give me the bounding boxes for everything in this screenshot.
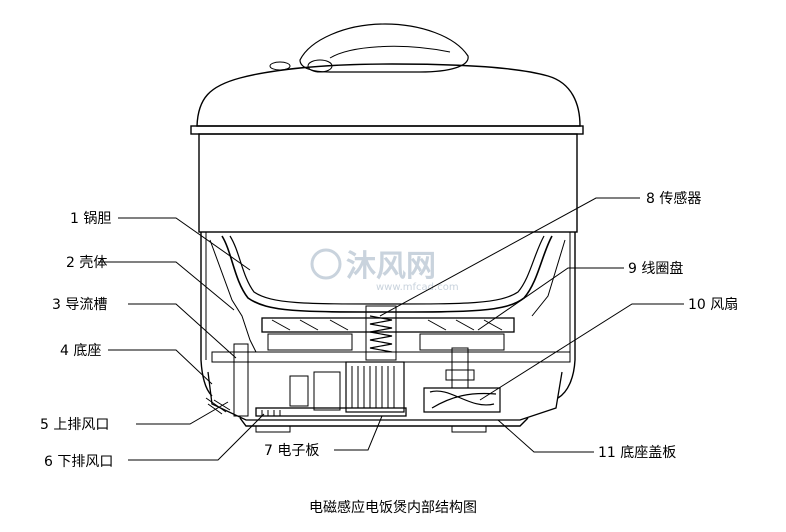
foot-left	[255, 425, 291, 433]
guide-channel	[209, 239, 257, 353]
electronic-board	[255, 407, 407, 417]
leader-2	[98, 261, 235, 311]
label-2: 2 壳体	[66, 254, 107, 271]
foot-right	[451, 425, 487, 433]
base-outer	[207, 371, 563, 421]
sensor-housing	[365, 305, 397, 361]
lid-handle-ridge	[329, 45, 451, 59]
leader-5	[136, 401, 229, 425]
transformer	[345, 361, 405, 413]
upper-body	[198, 133, 578, 233]
guide-channel-right	[531, 239, 566, 317]
upper-vent-hatch	[205, 397, 231, 415]
figure-caption: 电磁感应电饭煲内部结构图	[309, 499, 477, 516]
lid-rim	[190, 125, 584, 135]
leader-10	[479, 303, 684, 401]
label-4: 4 底座	[60, 343, 101, 359]
label-1: 1 锅胆	[70, 211, 111, 227]
leader-1	[118, 217, 251, 271]
fan-shaft	[451, 347, 469, 389]
component-small	[289, 375, 309, 407]
capacitor	[313, 371, 341, 411]
coil-plate-right-block	[419, 333, 505, 351]
lid-button	[307, 59, 333, 73]
outer-shell-right	[557, 232, 576, 399]
fan-hub	[445, 369, 475, 381]
label-8: 8 传感器	[646, 190, 701, 207]
label-9: 9 线圈盘	[628, 260, 683, 277]
base-left-post	[233, 343, 249, 417]
label-6: 6 下排风口	[44, 454, 113, 470]
lower-vent-grille	[261, 410, 281, 416]
label-5: 5 上排风口	[40, 417, 109, 433]
coil-hatch	[271, 319, 503, 331]
leader-3	[128, 303, 237, 359]
labels: 1 锅胆 2 壳体 3 导流槽 4 底座 5 上排风口 6 下排风口 7 电子板…	[40, 190, 738, 470]
inner-pot-inner	[229, 235, 545, 305]
coil-plate-left-block	[267, 333, 353, 351]
leader-4	[108, 349, 213, 385]
coil-plate	[261, 317, 515, 333]
base-cover	[239, 417, 529, 427]
transformer-windings	[351, 366, 395, 408]
fan-blades	[423, 387, 501, 413]
leader-9	[477, 267, 624, 331]
label-11: 11 底座盖板	[598, 445, 676, 461]
label-7: 7 电子板	[264, 443, 319, 459]
leader-6	[128, 413, 265, 461]
leader-11	[497, 419, 594, 453]
leader-8	[379, 197, 640, 317]
label-3: 3 导流槽	[52, 297, 107, 313]
watermark: 沐风网 www.mfcad.com	[310, 248, 459, 293]
lid-dome	[196, 63, 581, 127]
watermark-logo-icon	[310, 248, 342, 280]
watermark-text: 沐风网	[346, 249, 436, 284]
label-10: 10 风扇	[688, 297, 738, 313]
leader-7	[334, 415, 383, 451]
sensor-spring	[369, 315, 393, 353]
watermark-url: www.mfcad.com	[376, 282, 459, 293]
lid-button-ring	[269, 61, 291, 71]
